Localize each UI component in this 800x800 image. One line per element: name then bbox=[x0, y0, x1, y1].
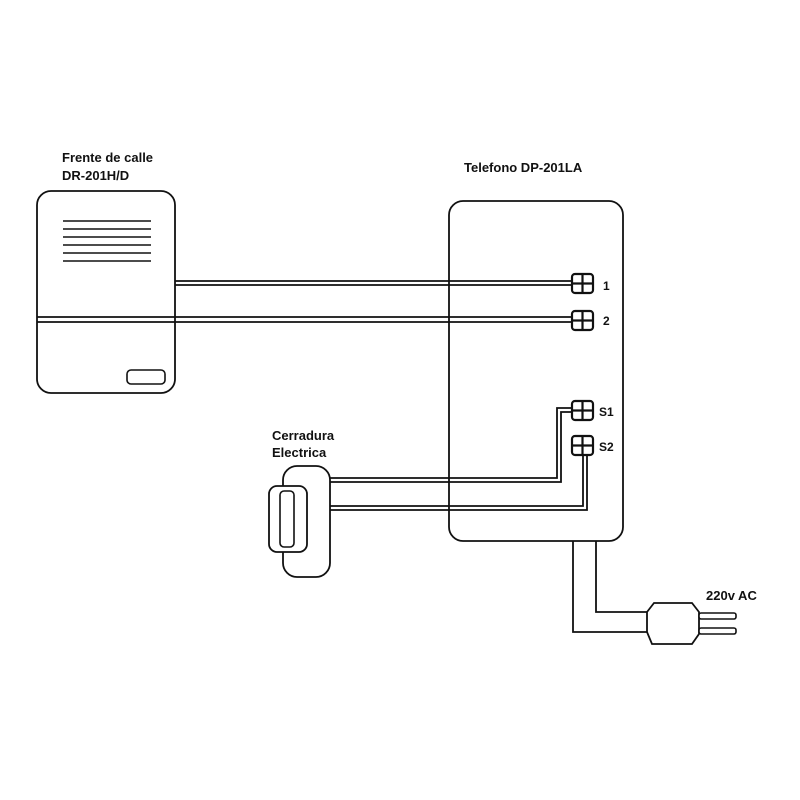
indoor-phone-label: Telefono DP-201LA bbox=[464, 160, 583, 175]
terminal-1: 1 bbox=[570, 272, 610, 295]
street-panel: Frente de calle DR-201H/D bbox=[36, 150, 176, 394]
terminal-s1: S1 bbox=[570, 399, 614, 422]
terminal-s2-label: S2 bbox=[599, 440, 614, 454]
power-label: 220v AC bbox=[706, 588, 757, 603]
wire-s2-outer bbox=[330, 454, 584, 507]
power-cord-inner bbox=[595, 541, 647, 613]
street-panel-label-line1: Frente de calle bbox=[62, 150, 153, 165]
terminal-s2: S2 bbox=[570, 434, 614, 457]
electric-lock: Cerradura Electrica bbox=[268, 428, 335, 578]
wire-s2-inner bbox=[330, 454, 588, 511]
electric-lock-label-line2: Electrica bbox=[272, 445, 327, 460]
electric-lock-label-line1: Cerradura bbox=[272, 428, 335, 443]
wire-s1-outer bbox=[330, 407, 572, 479]
power-cord-outer bbox=[572, 541, 647, 633]
lock-bolt bbox=[279, 490, 295, 548]
street-panel-body bbox=[36, 190, 176, 394]
plug-body bbox=[646, 602, 700, 645]
terminal-2-label: 2 bbox=[603, 314, 610, 328]
plug-prong-top bbox=[698, 612, 737, 620]
call-button bbox=[126, 369, 166, 385]
power-plug-icon: 220v AC bbox=[646, 588, 757, 645]
terminal-2: 2 bbox=[570, 309, 610, 332]
wires bbox=[37, 280, 647, 633]
terminal-1-label: 1 bbox=[603, 279, 610, 293]
street-panel-label-line2: DR-201H/D bbox=[62, 168, 129, 183]
indoor-phone-body bbox=[448, 200, 624, 542]
plug-prong-bottom bbox=[698, 627, 737, 635]
terminal-s1-label: S1 bbox=[599, 405, 614, 419]
speaker-grille-icon bbox=[63, 220, 151, 262]
wire-s1-inner bbox=[330, 411, 572, 483]
indoor-phone: Telefono DP-201LA bbox=[448, 160, 624, 542]
